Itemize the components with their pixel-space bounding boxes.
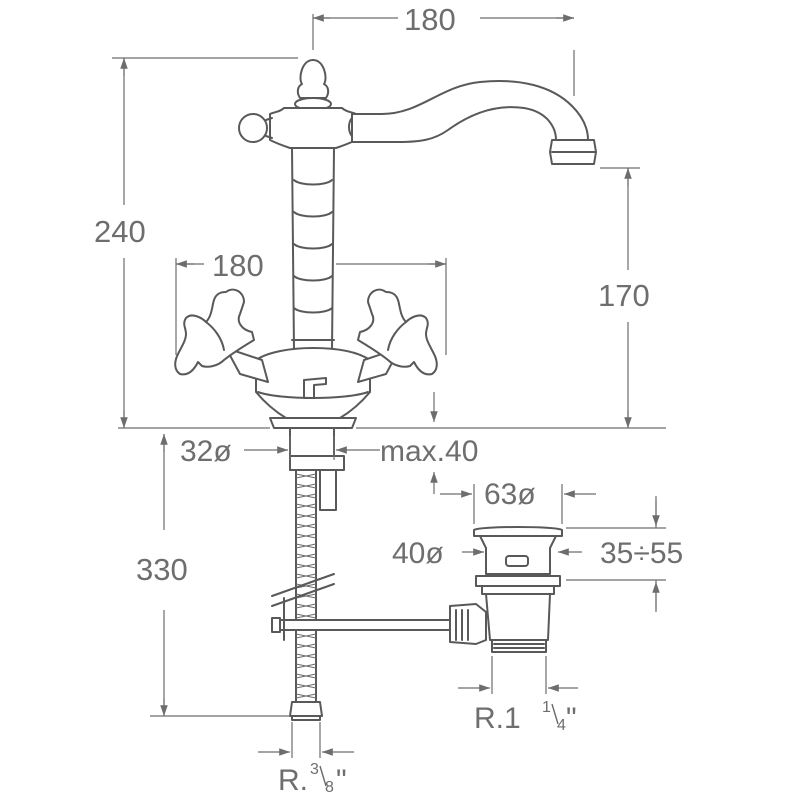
base-plate xyxy=(269,417,357,429)
left-valve-neck xyxy=(225,347,269,383)
drain-thread-label: R.1 1 4 " xyxy=(474,699,577,735)
drain-cap xyxy=(473,526,563,537)
mounting-shank xyxy=(289,427,335,457)
pop-up-rod-end xyxy=(271,617,281,633)
svg-text:R.: R. xyxy=(278,764,308,797)
svg-text:4: 4 xyxy=(557,717,566,734)
spout-height-label: 170 xyxy=(598,278,650,313)
drain-nut-top xyxy=(481,585,555,595)
drain-threaded-tail xyxy=(491,639,547,653)
dimension-lines xyxy=(112,14,666,758)
under-counter-parts xyxy=(271,427,563,721)
svg-text:3: 3 xyxy=(310,761,319,778)
spout-reach-label: 180 xyxy=(404,2,456,37)
pop-up-rod xyxy=(277,619,457,631)
top-finial xyxy=(296,59,330,99)
hole-diameter-label: 32ø xyxy=(180,435,232,468)
hose-end-thread xyxy=(291,715,321,721)
logo-mark xyxy=(303,377,327,399)
head-block xyxy=(269,107,357,149)
hose-end-fitting xyxy=(289,701,323,717)
hose-thread-label: R. 3 8 " xyxy=(278,761,347,797)
drain-slot xyxy=(505,555,529,567)
svg-text:": " xyxy=(336,764,347,797)
spout xyxy=(351,80,589,143)
left-knob xyxy=(238,113,268,143)
total-height-label: 240 xyxy=(94,214,146,249)
svg-text:8: 8 xyxy=(325,779,334,796)
drain-body-lower xyxy=(485,593,551,641)
handle-span-label: 180 xyxy=(212,248,264,283)
break-lines xyxy=(271,573,335,607)
drain-body-diameter-label: 40ø xyxy=(392,537,444,570)
mixer-body xyxy=(255,347,371,419)
fixing-nut xyxy=(289,455,345,471)
faucet-body xyxy=(174,59,597,429)
max-thickness-label: max.40 xyxy=(380,435,478,468)
hose-length-label: 330 xyxy=(136,552,188,587)
threaded-rod xyxy=(319,469,337,511)
drain-flange xyxy=(475,575,561,587)
drain-top-diameter-label: 63ø xyxy=(484,478,536,511)
svg-text:": " xyxy=(566,702,577,735)
svg-text:1: 1 xyxy=(542,699,551,716)
drain-height-range-label: 35÷55 xyxy=(600,537,683,570)
svg-text:R.1: R.1 xyxy=(474,702,521,735)
